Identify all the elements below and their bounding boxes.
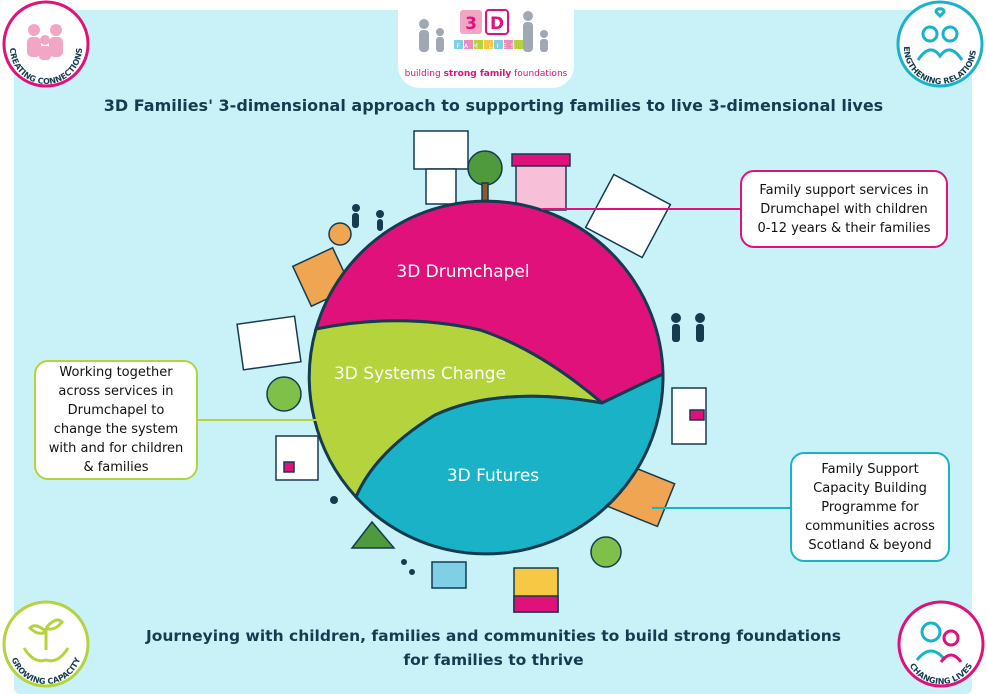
diagram-circle (307, 199, 665, 556)
segment-futures (354, 371, 665, 556)
segment-label-futures: 3D Futures (446, 466, 540, 486)
page-title: 3D Families' 3-dimensional approach to s… (103, 96, 884, 115)
logo-block-3 (460, 10, 482, 34)
segment-label-drumchapel: 3D Drumchapel (396, 262, 530, 282)
logo-tagline: building strong family foundations (404, 69, 568, 79)
footer-line-2: for families to thrive (403, 651, 584, 669)
footer-line-1: Journeying with children, families and c… (145, 627, 842, 645)
callout-connectors (196, 208, 792, 509)
page-footer: Journeying with children, families and c… (0, 624, 987, 672)
growing-capacity-badge: GROWING CAPACITY (2, 600, 90, 688)
changing-lives-badge: CHANGING LIVES (897, 600, 985, 688)
logo-families-text: FAMILIES (457, 43, 520, 50)
logo-block-d (485, 9, 509, 35)
parent-child-icon (915, 621, 947, 661)
logo-letter-d: D (490, 14, 504, 34)
town-illustration (236, 130, 707, 613)
callout-systems-change: Working together across services in Drum… (34, 360, 198, 480)
seedling-hands-icon (22, 618, 70, 663)
people-group-icon (27, 24, 63, 60)
logo-letter-3: 3 (465, 14, 477, 34)
family-logo-icon: 3 D FAMILIES (419, 9, 548, 52)
logo-card: 3 D FAMILIES (398, 0, 574, 88)
callout-futures: Family Support Capacity Building Program… (790, 452, 950, 562)
callout-drumchapel: Family support services in Drumchapel wi… (740, 170, 948, 248)
segment-label-systems-change: 3D Systems Change (333, 364, 507, 384)
couple-heart-icon (916, 7, 964, 61)
strengthening-relationships-badge: STRENGTHENING RELATIONSHIPS (890, 0, 984, 88)
creating-connections-badge: CREATING CONNECTIONS (2, 0, 90, 88)
